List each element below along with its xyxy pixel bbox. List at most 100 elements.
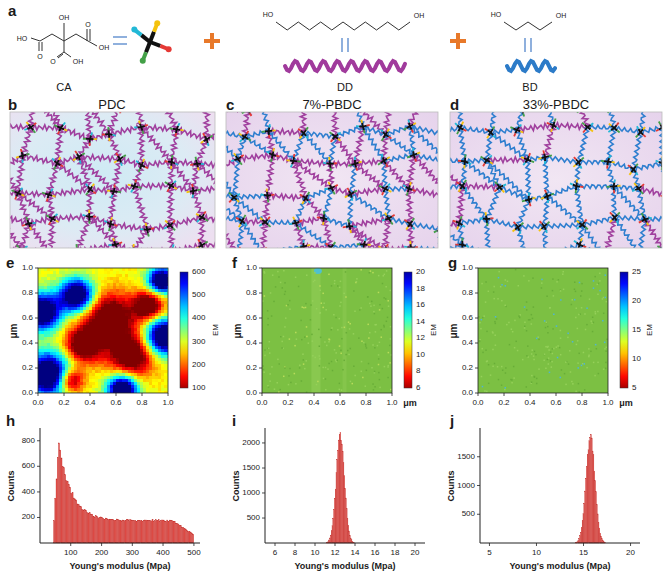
crosslink-arm [518,227,519,231]
dd-chain [108,134,121,159]
crosslink-arm [385,213,387,216]
crosslink-arm [178,123,179,126]
map-cell [86,298,89,301]
dd-chain [49,219,55,248]
crosslink-arm [94,138,97,140]
map-cell [95,307,98,310]
map-cell [161,295,164,298]
map-cell [152,274,155,277]
map-cell [149,316,152,319]
map-cell [113,304,116,307]
map-cell [74,292,77,295]
map-cell [44,325,47,328]
crosslink-arm [412,218,414,221]
map-cell [134,292,137,295]
map-cell [110,304,113,307]
crosslink-arm [483,158,486,160]
crosslink-arm [55,163,57,166]
map-cell [161,289,164,292]
crosslink-arm [407,119,409,122]
map-cell [134,310,137,313]
dd-chain [226,217,239,249]
crosslink-arm [617,123,619,125]
crosslink-arm [381,161,384,163]
crosslink-arm [541,198,544,199]
map-cell [50,271,53,274]
crosslink-arm [133,244,135,247]
map-cell [98,310,101,313]
crosslink-arm [207,143,210,146]
dd-chain [273,154,294,163]
map-cell [74,295,77,298]
map-cell [95,322,98,325]
map-cell [86,328,89,331]
panel-background [450,112,662,248]
map-cell [140,298,143,301]
map-cell [155,301,158,304]
map-cell [95,274,98,277]
map-cell [92,289,95,292]
bd-chain [634,162,662,171]
crosslink-arm [267,199,269,202]
map-cell [68,322,71,325]
map-cell [116,298,119,301]
map-cell [83,304,86,307]
map-cell [152,292,155,295]
bd-chain [529,195,548,201]
map-cell [80,295,83,298]
map-cell [41,277,44,280]
map-cell [38,280,41,283]
crosslink-arm [76,244,78,247]
map-cell [86,295,89,298]
map-cell [152,304,155,307]
crosslink-arm [173,228,175,230]
map-cell [68,280,71,283]
crosslink-arm [323,211,325,214]
map-cell [92,328,95,331]
panel-border [226,112,438,248]
map-cell [68,295,71,298]
dd-chain [120,158,142,167]
map-cell [83,313,86,316]
crosslink-arm [573,185,577,187]
map-cell [65,313,68,316]
map-cell [65,286,68,289]
bd-chain [350,164,357,194]
crosslink-arm [136,161,138,163]
map-cell [128,301,131,304]
map-cell [164,280,167,283]
map-cell [104,268,107,271]
crosslink-arm [510,127,513,128]
crosslink-arm [14,192,18,194]
crosslink-arm [357,243,360,245]
map-cell [65,274,68,277]
map-cell [164,298,167,301]
map-cell [137,319,140,322]
bd-chain [351,194,389,219]
map-cell [149,277,152,280]
dd-chain [202,242,215,248]
map-cell [92,319,95,322]
dd-chain [207,125,215,140]
crosslink-arm [579,225,582,227]
bd-chain [639,112,647,132]
crosslink-ball [154,20,160,26]
map-cell [143,271,146,274]
crosslink-arm [547,196,549,200]
crosslink-arm [324,218,328,219]
map-cell [161,280,164,283]
map-cell [77,322,80,325]
map-cell [68,301,71,304]
crosslink-arm [120,163,123,166]
crosslink-arm [544,226,546,230]
dd-chain [47,195,55,219]
map-cell [110,307,113,310]
crosslink-arm [141,127,142,131]
crosslink-arm [333,191,334,194]
bd-chain [465,159,487,164]
bd-chain [462,244,489,248]
crosslink-arm [574,241,577,243]
map-cell [101,271,104,274]
map-cell [71,319,74,322]
map-cell [125,268,128,271]
